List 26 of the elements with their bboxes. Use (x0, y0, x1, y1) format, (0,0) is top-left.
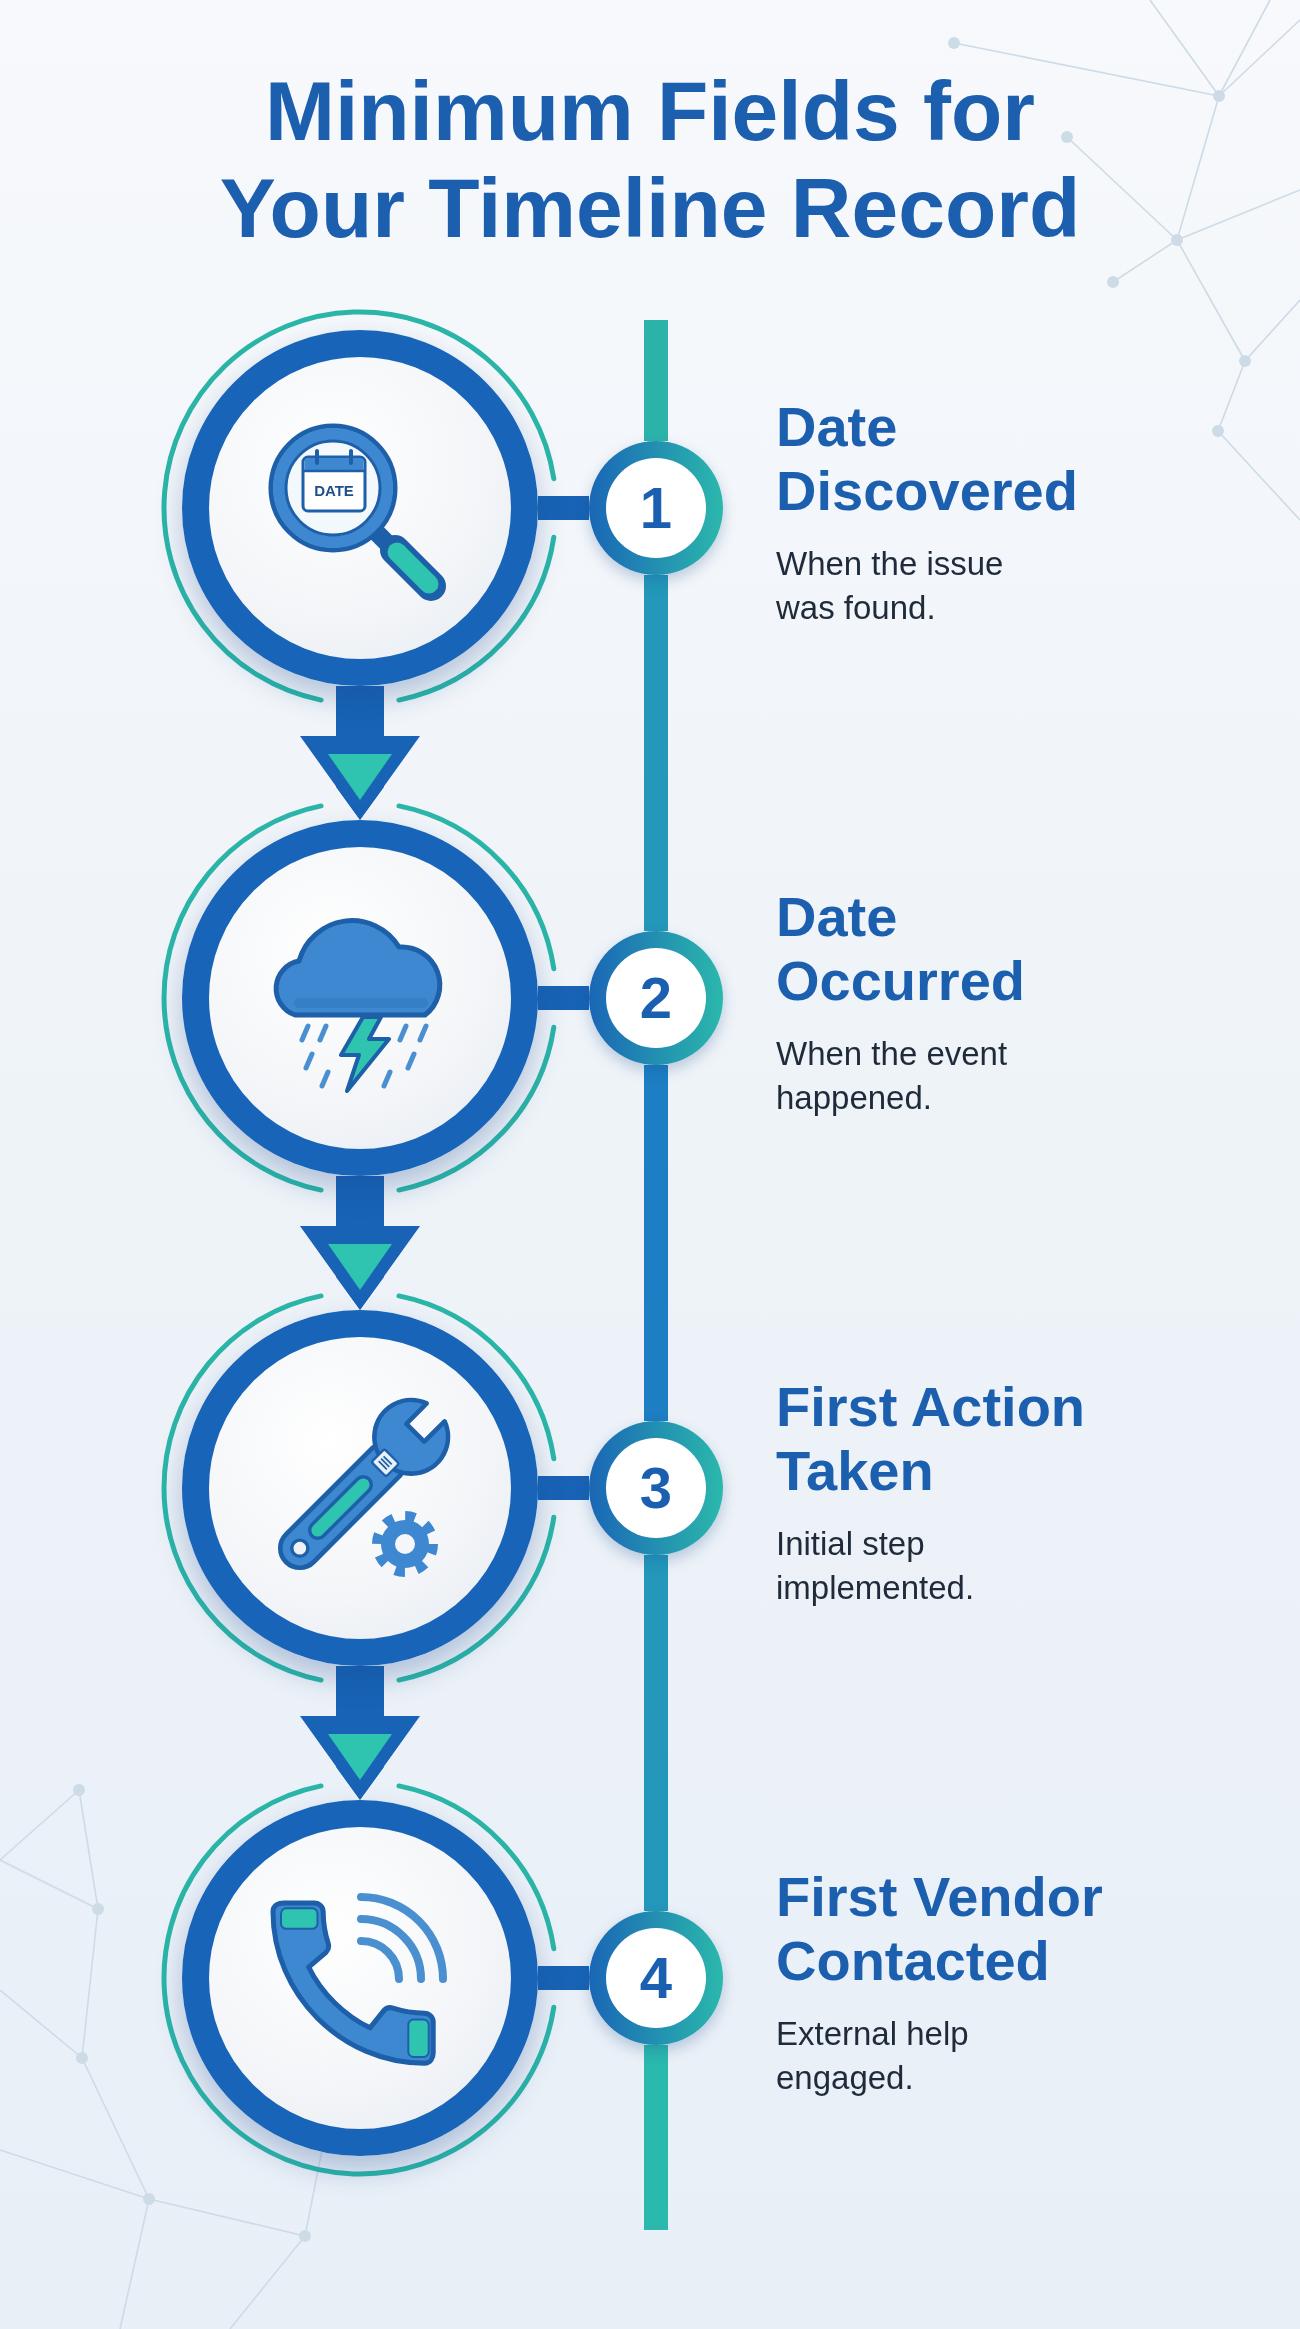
step-heading: Date Occurred (776, 885, 1026, 1013)
title: Minimum Fields for Your Timeline Record (218, 63, 1082, 257)
timeline-line (644, 320, 668, 441)
step-heading: First Action Taken (776, 1375, 1087, 1503)
flow-arrow (300, 1176, 420, 1310)
step-heading: Date Discovered (776, 395, 1079, 523)
step-number: 1 (639, 479, 673, 537)
step-description: When the issue was found. (776, 544, 1005, 628)
step-heading: First Vendor Contacted (776, 1865, 1104, 1993)
timeline-line (644, 2045, 668, 2230)
step-description: When the event happened. (776, 1034, 1009, 1118)
connector-line (538, 496, 589, 520)
connector-line (538, 986, 589, 1010)
timeline-line (644, 1065, 668, 1421)
timeline-line (644, 575, 668, 931)
connector-line (538, 1966, 589, 1990)
step-number: 2 (639, 969, 673, 1027)
timeline-line (644, 1555, 668, 1911)
step-description: External help engaged. (776, 2014, 970, 2098)
connector-line (538, 1476, 589, 1500)
step-number: 3 (639, 1459, 673, 1517)
flow-arrow (300, 686, 420, 820)
step-description: Initial step implemented. (776, 1524, 976, 1608)
flow-arrow (300, 1666, 420, 1800)
calendar-label: DATE (314, 482, 354, 498)
step-number: 4 (639, 1949, 673, 2007)
